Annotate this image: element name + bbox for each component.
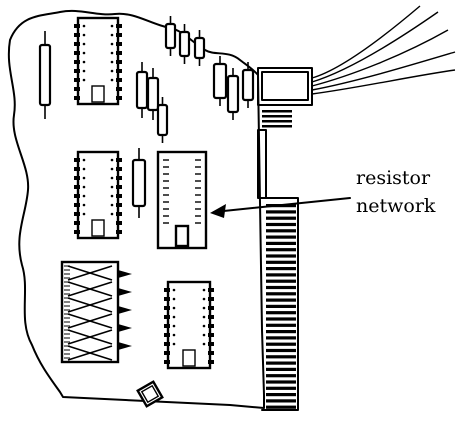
edge-finger	[266, 348, 296, 353]
edge-finger	[266, 311, 296, 315]
dip-ic	[74, 16, 122, 106]
edge-finger	[266, 355, 296, 359]
callout-label-line1: resistor	[356, 167, 431, 189]
small-square-component	[136, 380, 164, 408]
edge-finger	[266, 386, 296, 390]
callout-arrow	[210, 197, 351, 218]
resistor	[156, 97, 169, 143]
resistor-network-chip	[156, 150, 208, 250]
edge-finger	[266, 279, 296, 283]
integrated-circuits	[74, 16, 214, 370]
resistor	[178, 24, 191, 64]
resistor	[146, 68, 160, 120]
edge-finger	[266, 248, 296, 252]
edge-finger	[266, 235, 296, 239]
edge-finger	[266, 342, 296, 346]
edge-finger	[266, 210, 296, 214]
edge-finger	[266, 405, 296, 409]
resistor	[131, 148, 147, 218]
edge-finger	[266, 273, 296, 277]
resistor	[135, 62, 149, 118]
edge-finger	[266, 336, 296, 340]
edge-finger	[266, 304, 296, 308]
resistors	[38, 16, 255, 218]
edge-finger	[266, 330, 296, 334]
callout-label-line2: network	[356, 195, 436, 217]
crossed-trace-array	[60, 260, 132, 364]
edge-finger	[266, 254, 296, 258]
connector-pad	[262, 115, 292, 118]
edge-finger	[266, 292, 296, 296]
edge-finger	[266, 323, 296, 327]
connector-pad	[262, 120, 292, 123]
edge-finger	[266, 317, 296, 321]
edge-finger	[266, 229, 296, 233]
edge-finger	[266, 361, 296, 365]
connector-pad	[262, 110, 292, 113]
dip-ic	[164, 280, 214, 370]
resistor	[38, 31, 52, 119]
edge-connector-frame	[261, 197, 299, 411]
edge-finger	[266, 298, 296, 302]
edge-finger	[266, 216, 296, 220]
resistor	[193, 30, 206, 66]
edge-finger	[266, 260, 296, 264]
edge-connector-fingers	[266, 204, 296, 409]
resistor	[226, 68, 240, 120]
connector-pad	[262, 125, 292, 128]
resistor	[241, 62, 255, 108]
wire-connector-plug	[261, 71, 309, 101]
resistor	[212, 56, 228, 106]
resistor	[164, 16, 177, 56]
edge-finger	[266, 393, 296, 397]
edge-finger	[266, 222, 296, 227]
connector-pads	[262, 110, 292, 128]
edge-finger	[266, 285, 296, 290]
circuit-board-outline	[7, 9, 265, 409]
edge-finger	[266, 367, 296, 371]
edge-finger	[266, 374, 296, 378]
edge-finger	[266, 380, 296, 384]
dip-ic	[74, 150, 122, 240]
edge-finger	[266, 241, 296, 245]
wire-bundle	[311, 5, 456, 95]
edge-finger	[266, 399, 296, 403]
edge-finger	[266, 267, 296, 271]
wire-connector-housing	[257, 67, 313, 106]
